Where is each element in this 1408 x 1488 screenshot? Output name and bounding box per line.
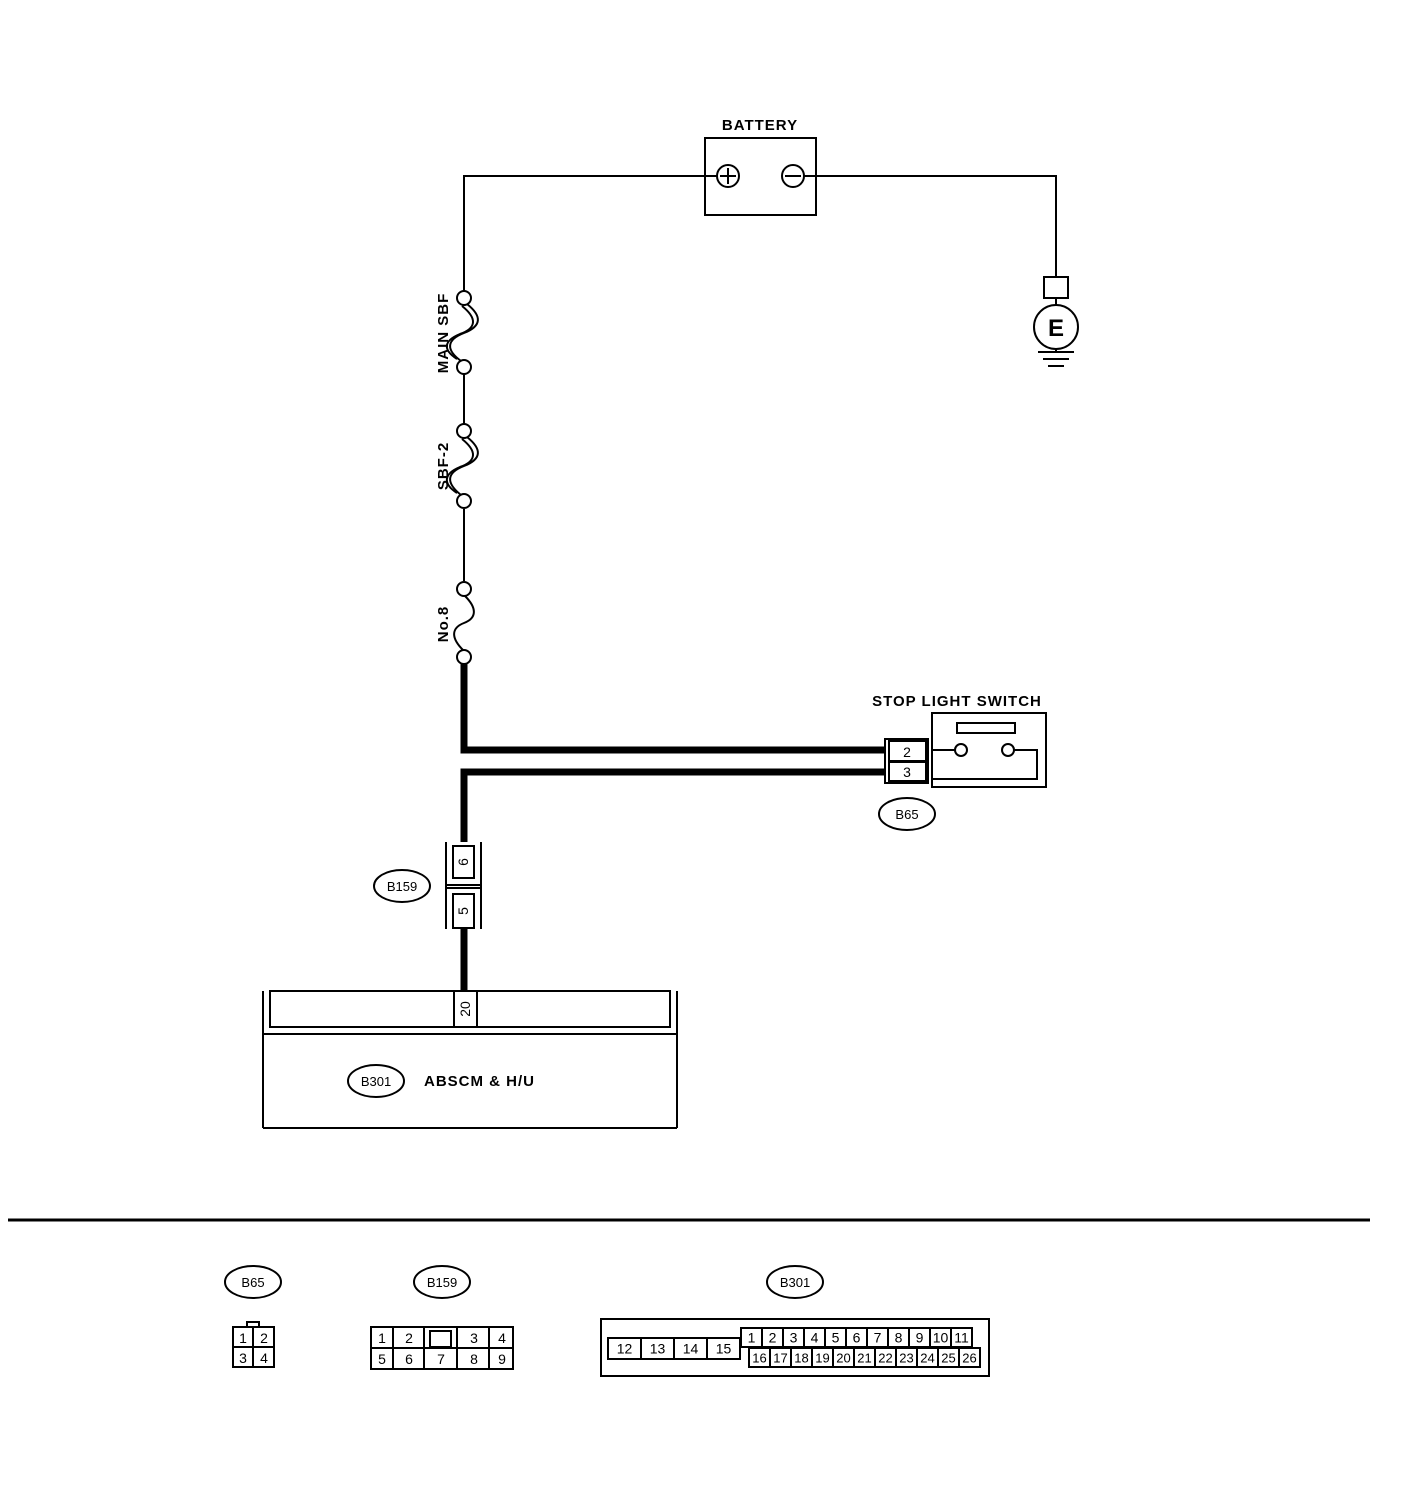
main-sbf-label: MAIN SBF	[435, 293, 452, 374]
b301-view-pin-2: 2	[769, 1330, 777, 1346]
b301-view-pin-15-cell	[706, 1337, 741, 1360]
sbf2-label: SBF-2	[435, 442, 452, 490]
b65-view-pin-4: 4	[260, 1350, 268, 1366]
b159-connector: 6 5 B159	[373, 842, 482, 929]
b301-view-pin-26-cell	[958, 1347, 981, 1368]
ground-symbol: E	[1033, 276, 1079, 367]
b301-view-pin-4: 4	[811, 1330, 819, 1346]
b159-view-pin-1: 1	[378, 1330, 386, 1346]
battery: BATTERY	[704, 117, 817, 216]
b159-pin-6: 6	[455, 858, 471, 866]
b159-view-pin-9: 9	[498, 1351, 506, 1367]
stop-light-switch-pin-2: 2	[903, 744, 911, 760]
b159-view-pin-6: 6	[405, 1351, 413, 1367]
b301-view-pin-26: 26	[962, 1351, 976, 1366]
b301-view-pin-11: 11	[954, 1330, 969, 1346]
b301-view-pin-17: 17	[773, 1351, 787, 1366]
b301-view-pin-1: 1	[748, 1330, 756, 1346]
b301-view-name: B301	[780, 1275, 810, 1290]
abscm-label: ABSCM & H/U	[424, 1073, 535, 1090]
abscm-unit: 20 B301 ABSCM & H/U	[262, 990, 678, 1129]
b159-pin-5: 5	[455, 907, 471, 915]
b159-view-pin-3: 3	[470, 1330, 478, 1346]
b65-view-pin-1: 1	[239, 1330, 247, 1346]
b301-view-pin-24: 24	[920, 1351, 934, 1366]
battery-label: BATTERY	[722, 117, 798, 134]
b159-view-pin-7: 7	[437, 1351, 445, 1367]
thin-wires	[463, 175, 1057, 581]
b301-left-pins: 12 13 14 15	[607, 1337, 741, 1360]
ground-label: E	[1048, 315, 1064, 342]
b301-view-pin-10: 10	[933, 1330, 949, 1346]
b159-connector-tag: B159	[387, 879, 417, 894]
main-sbf-fuse: MAIN SBF	[435, 290, 479, 375]
b301-view-pin-12: 12	[617, 1341, 633, 1357]
stop-light-switch-pin-3: 3	[903, 764, 911, 780]
b159-view-name: B159	[427, 1275, 457, 1290]
b301-view-pin-9: 9	[916, 1330, 924, 1346]
b301-view-pin-8: 8	[895, 1330, 903, 1346]
fuse-no8: No.8	[435, 581, 475, 665]
b65-view-pin-3: 3	[239, 1350, 247, 1366]
b301-view-pin-5: 5	[832, 1330, 840, 1346]
b301-view-pin-7: 7	[874, 1330, 882, 1346]
b159-view-pin-8: 8	[470, 1351, 478, 1367]
b65-connector-view: B65 1 2 3 4	[224, 1265, 282, 1368]
b301-bottom-pins: 16 17 18 19 20 21 22 23 24 25 26	[748, 1347, 981, 1368]
fuse-no8-label: No.8	[435, 606, 452, 643]
b301-view-pin-13: 13	[650, 1341, 666, 1357]
thick-wires	[460, 664, 887, 991]
b301-view-pin-23: 23	[899, 1351, 913, 1366]
b159-view-pin-5: 5	[378, 1351, 386, 1367]
b301-view-pin-20: 20	[836, 1351, 850, 1366]
battery-positive-terminal	[716, 164, 740, 188]
b301-connector-tag: B301	[361, 1074, 391, 1089]
b301-view-pin-22: 22	[878, 1351, 892, 1366]
b301-view-pin-14: 14	[683, 1341, 699, 1357]
b301-view-pin-19: 19	[815, 1351, 829, 1366]
b301-view-pin-25: 25	[941, 1351, 955, 1366]
b301-view-pin-6: 6	[853, 1330, 861, 1346]
sbf2-fuse: SBF-2	[435, 423, 479, 509]
b301-view-pin-15: 15	[716, 1341, 732, 1357]
b159-connector-view: B159 1 2 3 4 5 6 7 8 9	[370, 1265, 514, 1370]
b65-view-pin-2: 2	[260, 1330, 268, 1346]
b301-view-pin-21: 21	[857, 1351, 871, 1366]
stop-light-switch: STOP LIGHT SWITCH 2 3 B65	[872, 693, 1047, 831]
abscm-pin-20: 20	[457, 1001, 473, 1017]
b301-view-pin-3: 3	[790, 1330, 798, 1346]
b301-view-pin-18: 18	[794, 1351, 808, 1366]
stop-light-switch-label: STOP LIGHT SWITCH	[872, 693, 1042, 710]
b301-view-pin-16: 16	[752, 1351, 766, 1366]
b159-view-pin-4: 4	[498, 1330, 506, 1346]
b65-connector-tag: B65	[895, 807, 918, 822]
b65-view-name: B65	[241, 1275, 264, 1290]
b159-view-pin-2: 2	[405, 1330, 413, 1346]
